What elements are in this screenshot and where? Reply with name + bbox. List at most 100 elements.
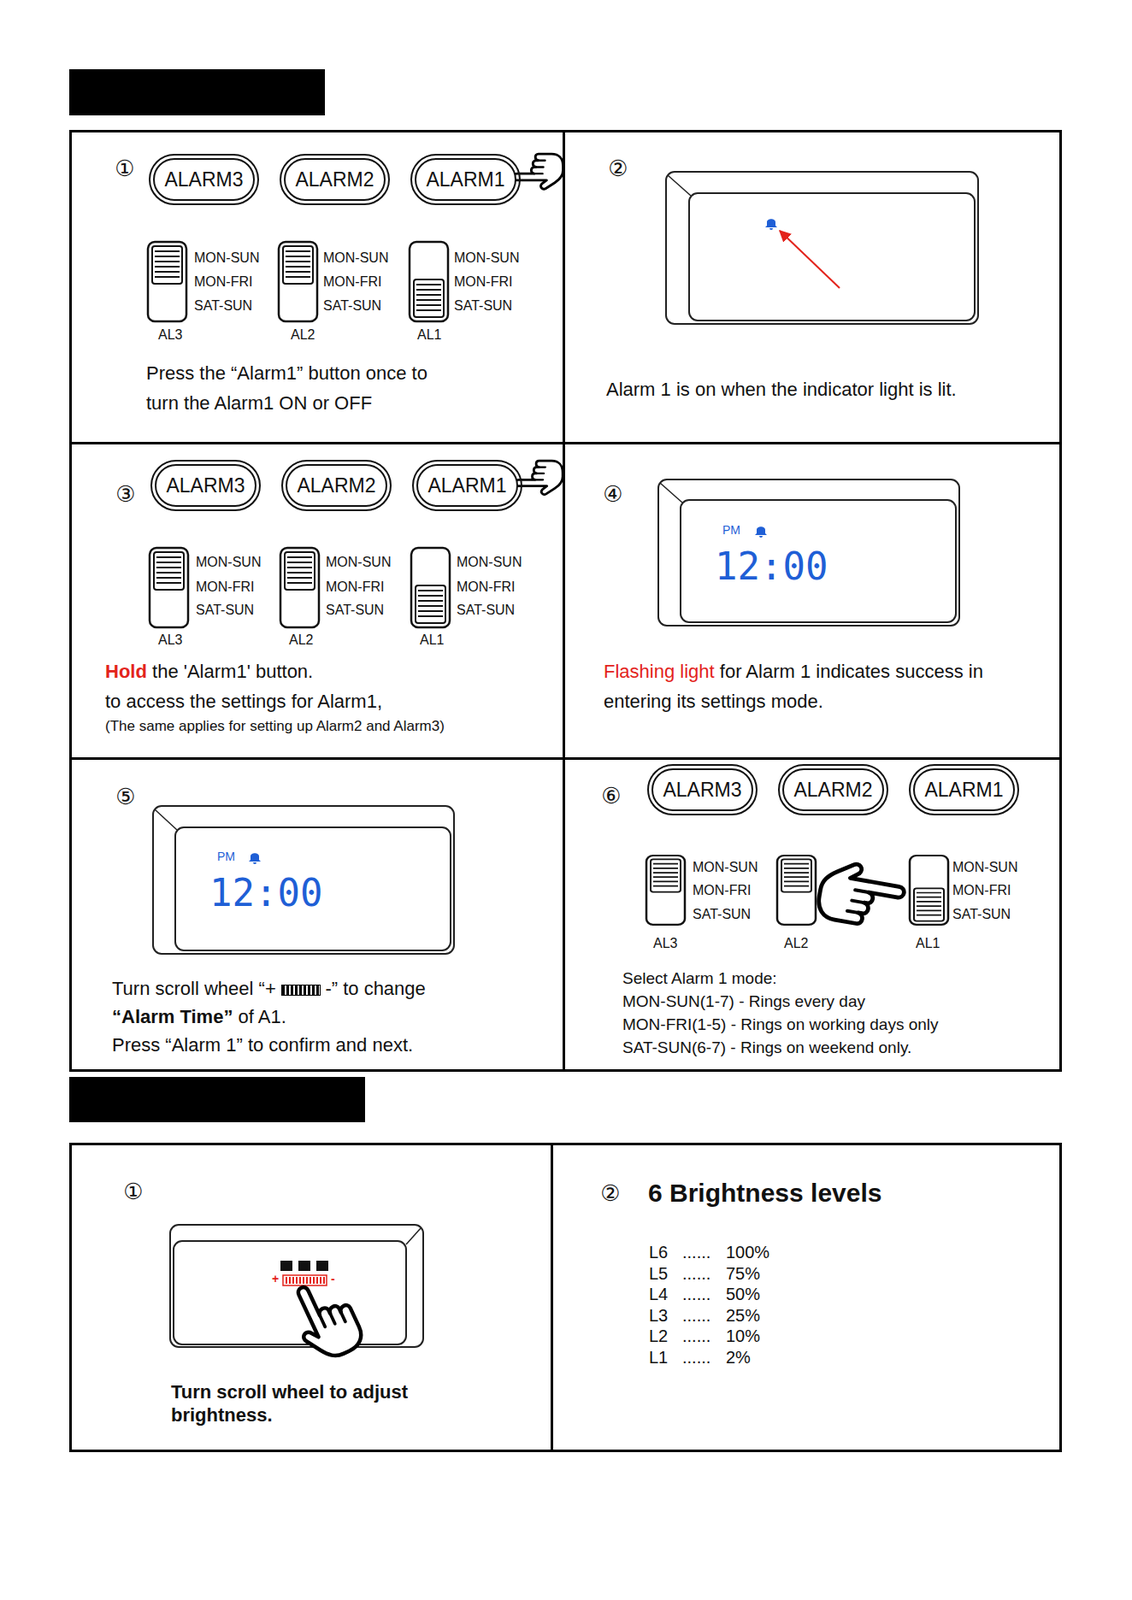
switch-option: MON-FRI	[325, 579, 384, 596]
switch-option: MON-FRI	[456, 579, 515, 596]
slide-switch	[280, 548, 319, 628]
panel-box: ⑤Turn scroll wheel “+-” to change“Alarm …	[69, 757, 566, 1073]
switch-option: SAT-SUN	[692, 907, 751, 923]
alarm-button: ALARM2	[285, 464, 388, 508]
caption-text: Select Alarm 1 mode:	[622, 966, 1050, 991]
step-number: ①	[123, 1179, 143, 1205]
level-percent: 100%	[725, 1243, 770, 1262]
scroll-wheel	[283, 1275, 327, 1286]
switch-option: MON-SUN	[325, 554, 391, 571]
step-number: ⑥	[601, 783, 621, 809]
switch-option: SAT-SUN	[456, 602, 515, 619]
level-percent: 25%	[725, 1306, 761, 1326]
level-percent: 50%	[725, 1285, 761, 1304]
highlight-text: Hold	[105, 660, 148, 683]
clock-illustration	[153, 806, 454, 955]
alarm-button: ALARM1	[416, 464, 519, 508]
alarm-bell-icon	[765, 218, 778, 230]
switch-name: AL1	[915, 936, 940, 952]
button-label: ALARM1	[425, 168, 505, 192]
caption-block: Select Alarm 1 mode:MON-SUN(1-7) - Rings…	[622, 966, 1050, 1060]
caption-block: Holdthe 'Alarm1' button.to access the se…	[105, 656, 542, 737]
caption-text: Alarm 1 is on when the indicator light i…	[606, 374, 1060, 405]
caption-text: the 'Alarm1' button.	[152, 660, 313, 683]
caption-text: MON-FRI(1-5) - Rings on working days onl…	[622, 1013, 1050, 1037]
button-label: ALARM3	[165, 474, 245, 498]
switch-name: AL1	[419, 632, 444, 649]
switch-option: MON-SUN	[692, 860, 758, 876]
switch-name: AL3	[158, 327, 183, 343]
switch-option: MON-SUN	[323, 250, 389, 266]
switch-option: SAT-SUN	[453, 298, 513, 314]
step-number: ②	[607, 155, 628, 182]
switch-option: MON-FRI	[195, 579, 254, 596]
caption-text: Press “Alarm 1” to confirm and next.	[112, 1031, 549, 1060]
button-label: ALARM2	[296, 474, 376, 498]
switch-option: MON-SUN	[194, 250, 260, 266]
pointing-hand	[512, 153, 563, 189]
caption-text: of A1.	[238, 1006, 287, 1028]
button-label: ALARM1	[427, 474, 507, 498]
switch-option: MON-FRI	[453, 274, 513, 290]
level-leader: ......	[682, 1326, 711, 1346]
switch-name: AL1	[417, 327, 442, 343]
caption-text: SAT-SUN(6-7) - Rings on weekend only.	[622, 1036, 1050, 1060]
switch-option: SAT-SUN	[195, 602, 254, 619]
slide-switch	[147, 241, 187, 322]
level-leader: ......	[682, 1285, 711, 1304]
button-label: ALARM1	[924, 778, 1003, 802]
pointing-hand	[815, 859, 908, 932]
caption-block: 6 Brightness levels	[648, 1176, 1042, 1211]
level-name: L2	[648, 1326, 668, 1346]
switch-option: SAT-SUN	[194, 298, 253, 314]
level-name: L5	[648, 1264, 668, 1284]
level-leader: ......	[682, 1348, 711, 1368]
slide-switch	[646, 855, 685, 926]
wheel-sign: -	[330, 1273, 336, 1286]
caption-text: 6 Brightness levels	[648, 1176, 1042, 1211]
alarm-button: ALARM2	[283, 158, 386, 201]
clock-illustration	[170, 1225, 424, 1348]
display-time: 12:00	[209, 872, 323, 914]
panel-box: ALARM3 ALARM2 ALARM1 ③ Holdthe 'Alarm1' butt…	[69, 442, 566, 761]
alarm-button: ALARM3	[651, 768, 754, 812]
caption-text: Turn scroll wheel “+	[112, 978, 277, 1000]
caption-block: Flashing lightfor Alarm 1 indicates succ…	[603, 656, 1019, 717]
panel-box: ① Turn scroll wheel to adjust brightness.	[69, 1143, 554, 1453]
slide-switch	[278, 241, 318, 322]
step-number: ③	[115, 481, 136, 508]
display-ampm: PM	[722, 524, 741, 537]
level-percent: 75%	[725, 1264, 761, 1284]
caption-text: -” to change	[324, 978, 425, 1000]
alarm-button: ALARM3	[154, 464, 257, 508]
step-number: ①	[114, 155, 135, 182]
caption-text: MON-SUN(1-7) - Rings every day	[622, 990, 1050, 1014]
display-time: 12:00	[714, 546, 828, 588]
highlight-text: Flashing light	[603, 660, 715, 683]
switch-option: SAT-SUN	[323, 298, 382, 314]
step-number: ②	[600, 1180, 620, 1207]
switch-name: AL3	[158, 632, 183, 649]
level-name: L4	[648, 1285, 668, 1304]
switch-option: MON-SUN	[952, 860, 1018, 876]
switch-option: MON-FRI	[194, 274, 253, 290]
switch-name: AL2	[290, 327, 315, 343]
caption-block: Press the “Alarm1” button once to turn t…	[146, 358, 446, 419]
alarm-button: ALARM1	[414, 158, 517, 201]
level-leader: ......	[682, 1306, 711, 1326]
caption-block: Turn scroll wheel to adjust brightness.	[170, 1380, 462, 1427]
switch-option: MON-SUN	[195, 554, 261, 571]
switch-option: MON-FRI	[323, 274, 382, 290]
caption-block: Alarm 1 is on when the indicator light i…	[606, 374, 1060, 405]
switch-option: MON-SUN	[453, 250, 519, 266]
alarm-button: ALARM1	[913, 768, 1015, 812]
level-percent: 2%	[725, 1348, 751, 1368]
header-bar	[69, 1077, 366, 1123]
switch-option: SAT-SUN	[325, 602, 384, 619]
slide-switch	[409, 241, 449, 322]
clock-illustration	[666, 171, 979, 325]
level-name: L1	[648, 1348, 668, 1368]
slide-switch	[777, 855, 816, 926]
header-bar	[69, 69, 325, 116]
